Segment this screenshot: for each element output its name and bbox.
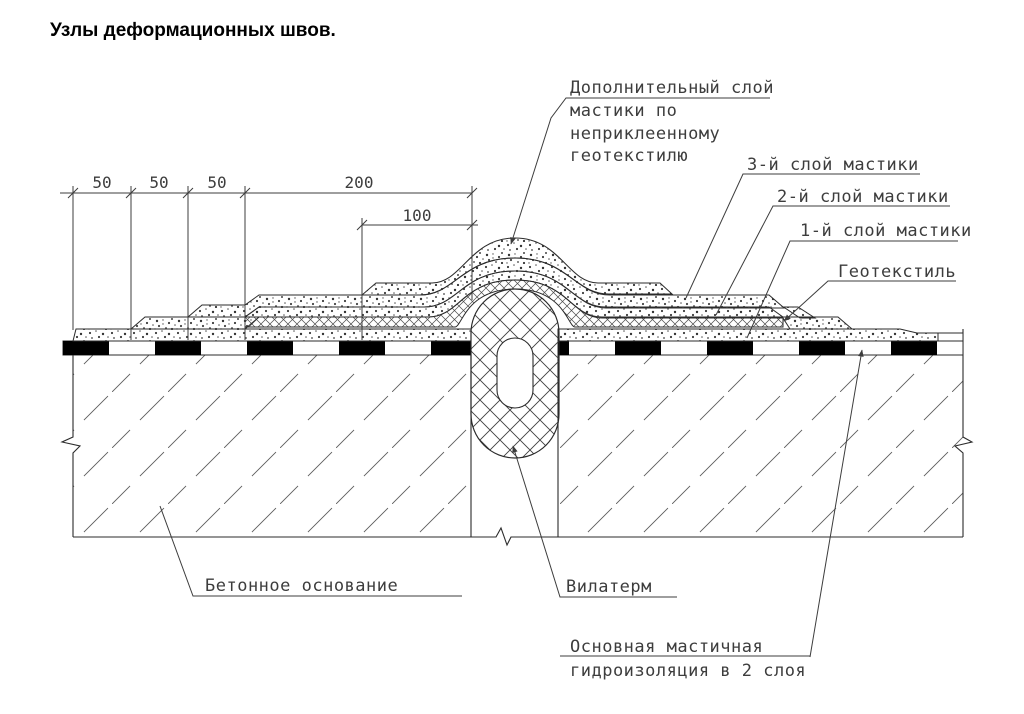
callout-labels: Дополнительный слой мастики по неприклее… [205, 78, 972, 681]
leader-concrete-base [159, 505, 462, 597]
callout-main-waterproofing-line2: гидроизоляция в 2 слоя [570, 661, 806, 681]
vilaterm-cord [496, 337, 534, 409]
callout-mastic-3: 3-й слой мастики [747, 155, 919, 175]
dimension-lines [60, 192, 478, 226]
waterproofing-layers [72, 237, 964, 342]
dim-200: 200 [345, 173, 374, 192]
callout-mastic-2: 2-й слой мастики [777, 187, 949, 207]
dim-50-3: 50 [207, 173, 226, 192]
callout-additional-mastic-line2: мастики по [570, 101, 677, 121]
dim-50-1: 50 [92, 173, 111, 192]
concrete-left-edge-break [60, 355, 82, 537]
callout-mastic-1: 1-й слой мастики [800, 221, 972, 241]
leader-vilaterm [512, 445, 677, 598]
joint-filler [470, 288, 560, 459]
additional-mastic-layer [360, 237, 674, 296]
concrete-slab-left [73, 355, 471, 537]
concrete-slab-right [558, 355, 963, 537]
mastic-layer-1-left [72, 328, 472, 342]
leader-mastic-1 [746, 240, 958, 339]
callout-vilaterm: Вилатерм [566, 577, 652, 597]
callout-additional-mastic-line1: Дополнительный слой [570, 78, 774, 98]
callout-geotextile: Геотекстиль [838, 262, 956, 282]
page-title: Узлы деформационных швов. [50, 20, 336, 41]
callout-additional-mastic-line4: геотекстилю [570, 146, 688, 166]
extension-lines [72, 186, 473, 340]
concrete-bottom-edge-break [73, 526, 963, 547]
leader-geotextile [783, 280, 956, 322]
leader-mastic-2 [715, 205, 950, 316]
callout-additional-mastic-line3: неприклеенному [570, 124, 720, 144]
leader-mastic-3 [685, 173, 920, 299]
callout-main-waterproofing-line1: Основная мастичная [570, 637, 763, 657]
leader-lines [159, 97, 958, 658]
leader-main-waterproofing [809, 349, 864, 658]
dimensions: 50 50 50 200 100 [60, 173, 478, 340]
membrane-edge-strip [937, 332, 964, 342]
leader-additional-mastic [510, 97, 770, 245]
callout-concrete-base: Бетонное основание [205, 576, 398, 596]
dim-50-2: 50 [149, 173, 168, 192]
dim-100: 100 [403, 206, 432, 225]
concrete-right-edge-break [953, 329, 974, 537]
dimension-ticks [67, 187, 478, 231]
